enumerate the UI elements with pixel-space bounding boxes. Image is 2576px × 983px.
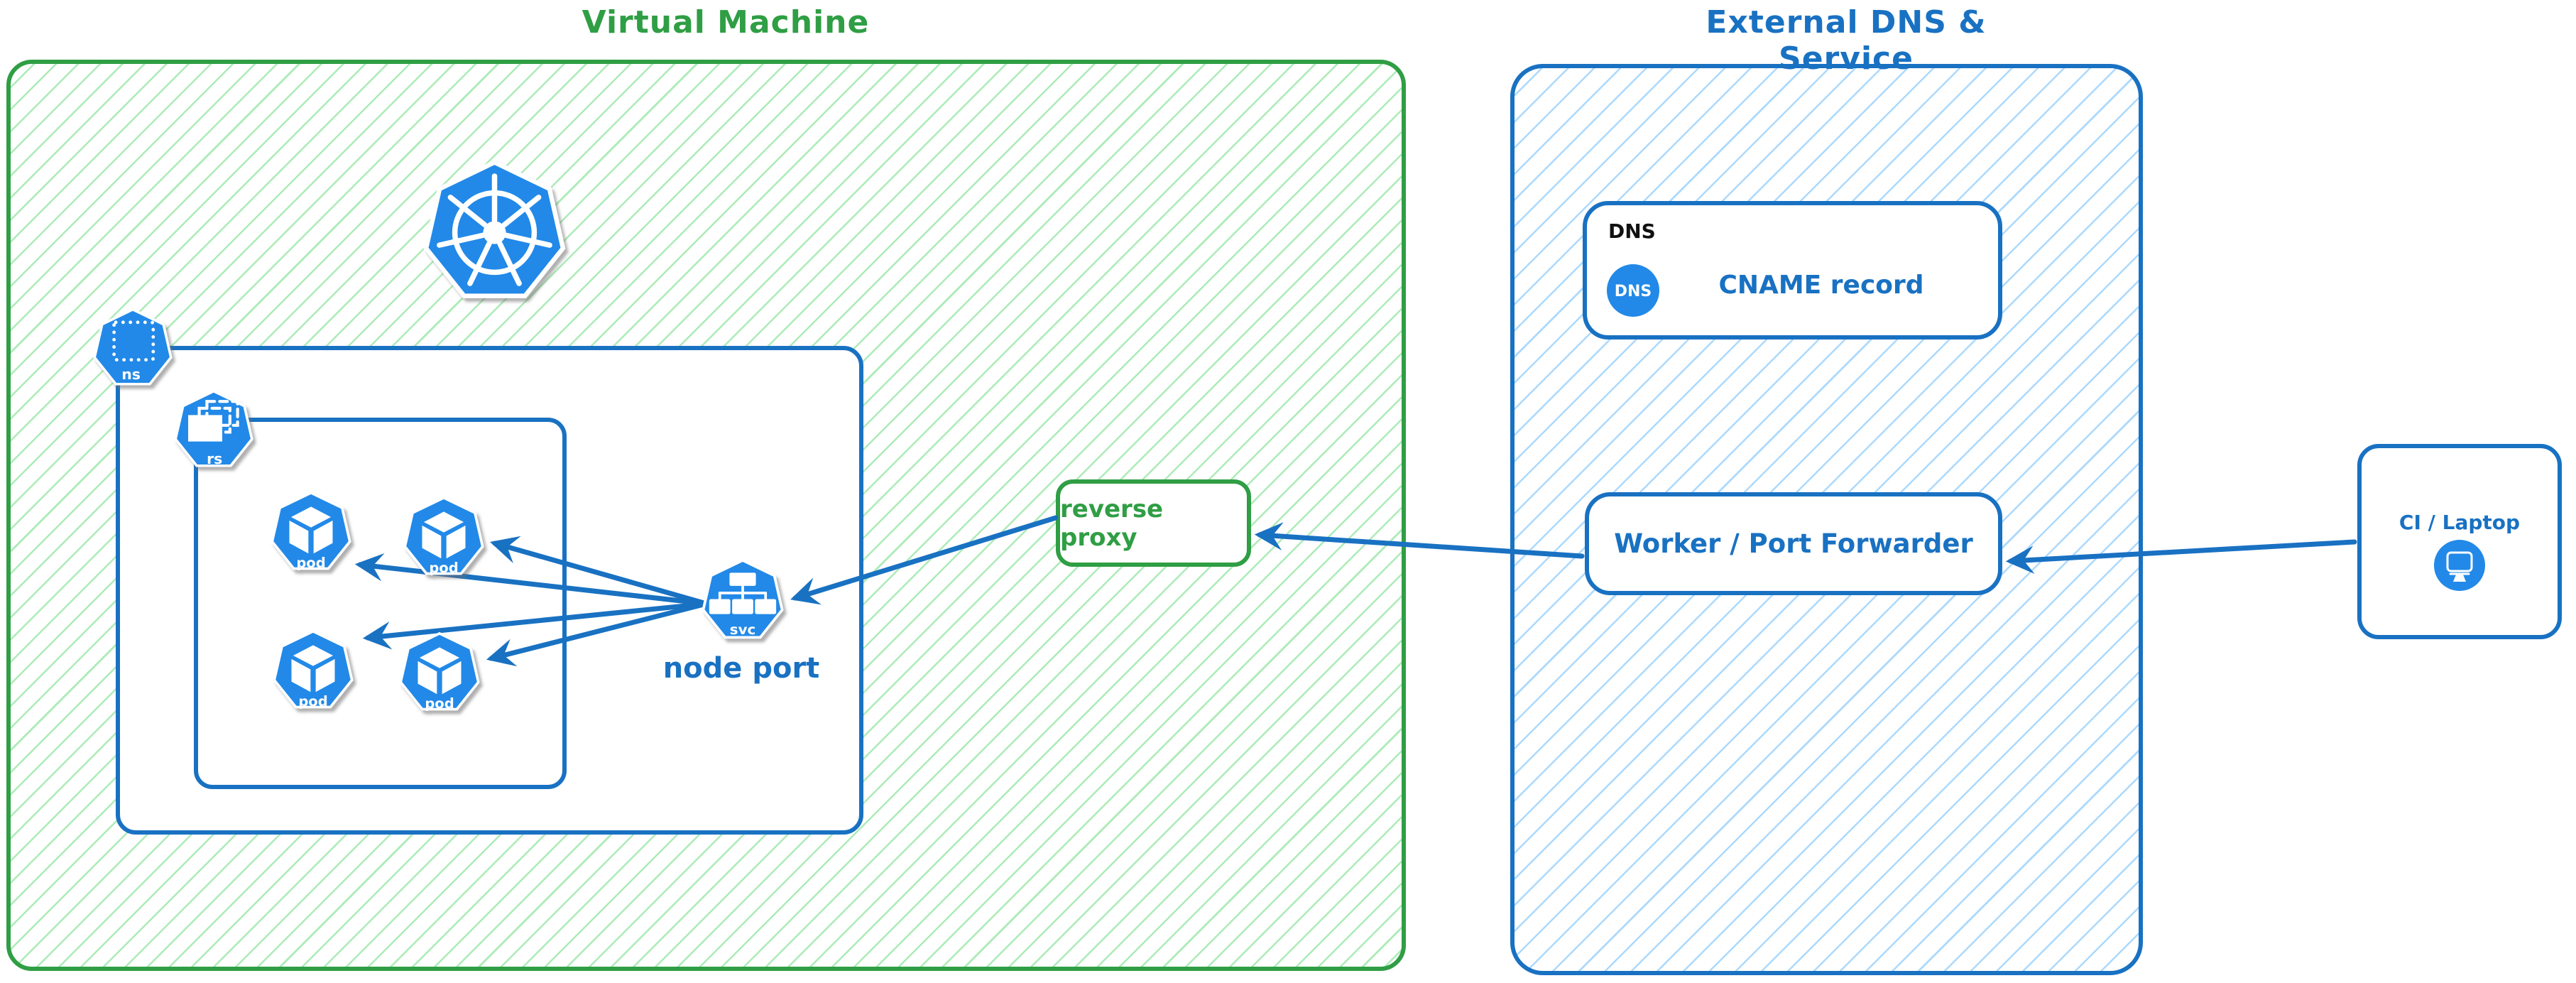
node-port-label: node port	[662, 652, 820, 685]
svg-text:pod: pod	[425, 695, 454, 712]
svg-text:svc: svc	[730, 621, 755, 638]
dns-icon: DNS	[1607, 264, 1659, 317]
reverse-proxy-box: reverse proxy	[1056, 479, 1251, 567]
svg-text:rs: rs	[207, 450, 222, 467]
laptop-icon	[2434, 540, 2485, 591]
worker-port-forwarder-box: Worker / Port Forwarder	[1585, 492, 2002, 595]
dns-record-box: DNS DNS CNAME record	[1583, 201, 2002, 340]
replicaset-icon: rs	[174, 389, 253, 467]
vm-group-title: Virtual Machine	[582, 4, 870, 40]
replicaset-box	[194, 418, 567, 789]
pod-icon: pod	[403, 496, 484, 576]
pod-icon: pod	[399, 631, 480, 712]
svg-text:pod: pod	[298, 693, 327, 710]
pod-icon: pod	[271, 491, 351, 571]
pod-icon: pod	[273, 629, 354, 710]
svg-text:pod: pod	[296, 555, 325, 571]
ci-laptop-box: CI / Laptop	[2357, 444, 2562, 639]
ci-laptop-label: CI / Laptop	[2398, 511, 2521, 534]
reverse-proxy-label: reverse proxy	[1060, 494, 1164, 552]
svg-text:ns: ns	[121, 366, 141, 383]
svg-text:pod: pod	[429, 560, 458, 576]
cname-record-label: CNAME record	[1718, 271, 1924, 300]
svg-text:DNS: DNS	[1615, 283, 1652, 300]
kubernetes-icon	[423, 160, 566, 298]
dns-header-label: DNS	[1608, 219, 1656, 243]
service-icon: svc	[702, 558, 784, 639]
external-group-title: External DNS & Service	[1705, 4, 1987, 77]
worker-label: Worker / Port Forwarder	[1614, 528, 1973, 559]
namespace-icon: ns	[93, 308, 173, 386]
